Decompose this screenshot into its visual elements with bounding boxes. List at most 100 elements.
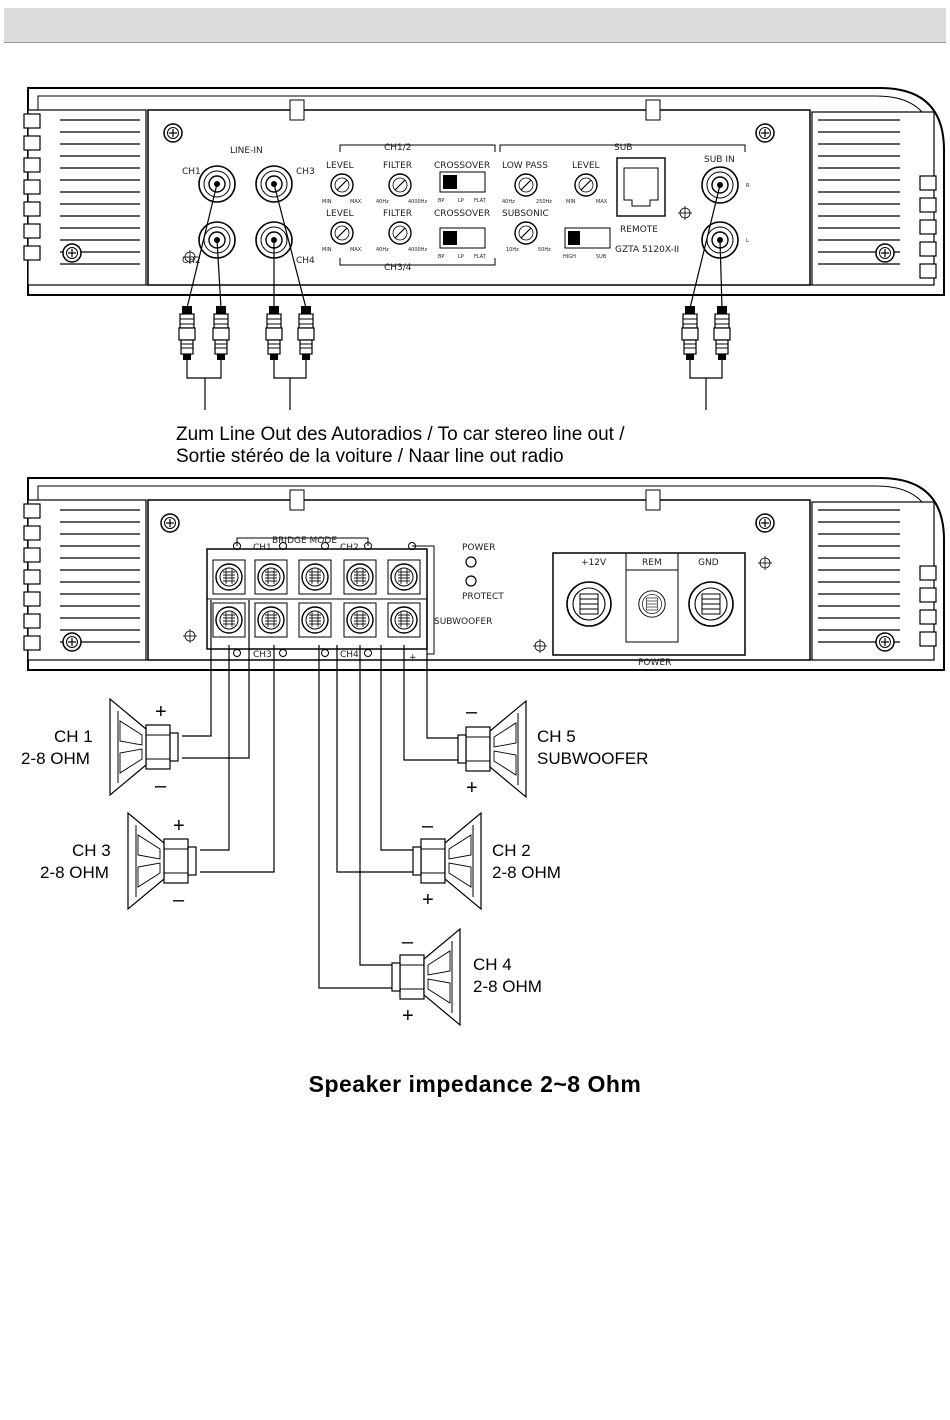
speaker-ch4: – + CH 4 2-8 OHM	[392, 929, 542, 1027]
ch34-filter-knob[interactable]	[388, 221, 412, 245]
l-label: L	[746, 238, 749, 244]
screw-icon	[875, 243, 895, 263]
freq-label: 40Hz	[376, 247, 389, 253]
rca-cables	[178, 183, 731, 410]
protect-led-label: PROTECT	[462, 592, 504, 602]
speaker-icon	[127, 812, 197, 910]
caption-line-1: Zum Line Out des Autoradios / To car ste…	[176, 424, 625, 445]
freq-label: 4000Hz	[408, 199, 427, 205]
terminal-screw-icon[interactable]	[254, 602, 288, 638]
freq-label: 40Hz	[376, 199, 389, 205]
rca-plug-icon	[681, 305, 699, 361]
speaker-icon	[109, 698, 179, 796]
speaker-ch5: – + CH 5 SUBWOOFER	[458, 701, 648, 799]
ch4-input-label: CH4	[296, 256, 315, 266]
min-label: MIN	[566, 199, 576, 205]
sub-section-label: SUB	[614, 143, 632, 153]
ch1-impedance-label: 2-8 OHM	[21, 749, 90, 768]
terminal-screw-icon[interactable]	[343, 602, 377, 638]
left-heatsink-bottom	[23, 499, 147, 661]
line-in-label: LINE-IN	[230, 146, 263, 156]
ch34-level-knob[interactable]	[330, 221, 354, 245]
plus-label: +	[409, 653, 417, 663]
ch2-speaker-label: CH 2	[492, 841, 531, 860]
ch1-input-label: CH1	[182, 167, 201, 177]
terminal-screw-icon[interactable]	[254, 559, 288, 595]
ch12-label: CH1/2	[384, 143, 412, 153]
sub-level-label: LEVEL	[572, 161, 600, 171]
speaker-ch1: + – CH 1 2-8 OHM	[21, 698, 179, 797]
speaker-ch2: – + CH 2 2-8 OHM	[413, 813, 561, 911]
plus-label: +	[402, 1005, 414, 1027]
plus12v-terminal[interactable]	[566, 581, 612, 627]
terminal-screw-icon[interactable]	[298, 559, 332, 595]
ch2-output-label: CH2	[340, 543, 359, 553]
subsonic-knob[interactable]	[514, 221, 538, 245]
screw-icon	[875, 632, 895, 652]
footer-title: Speaker impedance 2~8 Ohm	[308, 1071, 642, 1097]
sub-level-knob[interactable]	[574, 173, 598, 197]
bottom-amplifier: BRIDGE MODE CH1 CH2 CH3 CH4 + POWER PROT…	[23, 477, 945, 671]
filter-label: FILTER	[383, 161, 412, 171]
subsonic-label: SUBSONIC	[502, 209, 549, 219]
crossover-label-2: CROSSOVER	[434, 209, 490, 219]
ch5-impedance-label: SUBWOOFER	[537, 749, 648, 768]
terminal-screw-icon[interactable]	[298, 602, 332, 638]
low-pass-knob[interactable]	[514, 173, 538, 197]
remote-label: REMOTE	[620, 225, 658, 235]
minus-label: –	[402, 931, 414, 953]
plus-label: +	[155, 701, 167, 723]
flat-label: FLAT	[474, 198, 487, 204]
ch3-speaker-label: CH 3	[72, 841, 111, 860]
rem-label: REM	[642, 558, 662, 568]
gnd-label: GND	[698, 558, 719, 568]
bridge-mode-label: BRIDGE MODE	[272, 536, 337, 546]
sub-label: SUB	[596, 254, 607, 260]
terminal-screw-icon[interactable]	[212, 559, 246, 595]
terminal-screw-icon[interactable]	[212, 602, 246, 638]
plus-label: +	[173, 815, 185, 837]
plus12v-label: +12V	[581, 558, 607, 568]
rca-plug-icon	[178, 305, 196, 361]
rca-plug-icon	[212, 305, 230, 361]
freq-label: 10Hz	[506, 247, 519, 253]
lp-label: LP	[458, 198, 464, 204]
ch2-input-label: CH2	[182, 256, 201, 266]
min-label: MIN	[322, 247, 332, 253]
ch4-speaker-label: CH 4	[473, 955, 512, 974]
freq-label: 50Hz	[538, 247, 551, 253]
flat-label: FLAT	[474, 254, 487, 260]
crossover-label: CROSSOVER	[434, 161, 490, 171]
terminal-screw-icon[interactable]	[343, 559, 377, 595]
power-led-label: POWER	[462, 543, 495, 553]
terminal-screw-icon[interactable]	[387, 559, 421, 595]
ch2-impedance-label: 2-8 OHM	[492, 863, 561, 882]
terminal-screw-icon[interactable]	[387, 602, 421, 638]
level-label-2: LEVEL	[326, 209, 354, 219]
freq-label: 250Hz	[536, 199, 552, 205]
rca-plug-icon	[713, 305, 731, 361]
model-label: GZTA 5120X-II	[615, 245, 679, 255]
ch12-filter-knob[interactable]	[388, 173, 412, 197]
gnd-terminal[interactable]	[688, 581, 734, 627]
level-label: LEVEL	[326, 161, 354, 171]
ch12-level-knob[interactable]	[330, 173, 354, 197]
minus-label: –	[422, 815, 434, 837]
speaker-wires	[182, 600, 458, 989]
minus-label: –	[173, 889, 185, 911]
ch5-speaker-label: CH 5	[537, 727, 576, 746]
sub-in-label: SUB IN	[704, 155, 735, 165]
ch4-impedance-label: 2-8 OHM	[473, 977, 542, 996]
freq-label: 4000Hz	[408, 247, 427, 253]
power-block-label: POWER	[638, 658, 671, 668]
top-amplifier: LINE-IN CH1 CH3 CH2 CH4 CH1/2 CH3/4 LEVE…	[23, 87, 945, 296]
header-bar	[4, 8, 946, 43]
screw-icon	[163, 123, 183, 143]
plus-label: +	[466, 777, 478, 799]
subwoofer-output-label: SUBWOOFER	[434, 617, 492, 627]
max-label: MAX	[596, 199, 608, 205]
left-heatsink	[23, 109, 147, 286]
min-label: MIN	[322, 199, 332, 205]
rem-terminal[interactable]	[638, 590, 666, 618]
